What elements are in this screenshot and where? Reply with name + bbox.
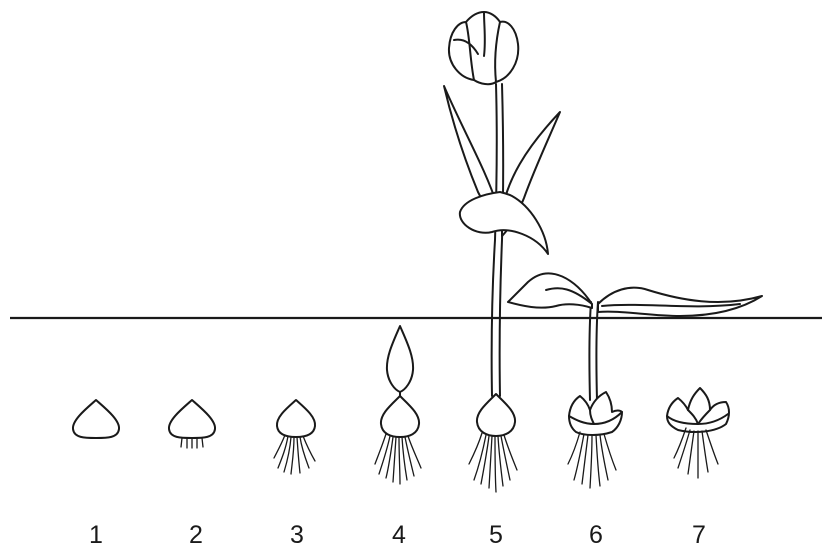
stage-label-7: 7 [692, 521, 706, 549]
stage-label-4: 4 [392, 521, 406, 549]
stage-7-new-bulbs [666, 387, 730, 479]
stage-label-3: 3 [290, 521, 304, 549]
stage-label-5: 5 [489, 521, 503, 549]
stage-4-roots [374, 433, 422, 485]
stage-7-roots [673, 427, 719, 479]
stage-6-roots [567, 431, 617, 489]
stage-1-bulb [72, 399, 120, 439]
stage-2-roots [180, 437, 204, 449]
stage-3-roots [273, 434, 316, 475]
stage-5-flowering-tulip [443, 11, 561, 493]
stage-label-6: 6 [589, 521, 603, 549]
stage-3-bulb-roots [273, 399, 317, 475]
stage-4-bulb-sprout [374, 325, 422, 485]
stage-5-roots [468, 432, 518, 493]
stage-label-2: 2 [189, 521, 203, 549]
stage-label-1: 1 [89, 521, 103, 549]
stage-2-bulb-root-buds [168, 399, 216, 449]
stage-6-withering-plant [507, 272, 763, 489]
